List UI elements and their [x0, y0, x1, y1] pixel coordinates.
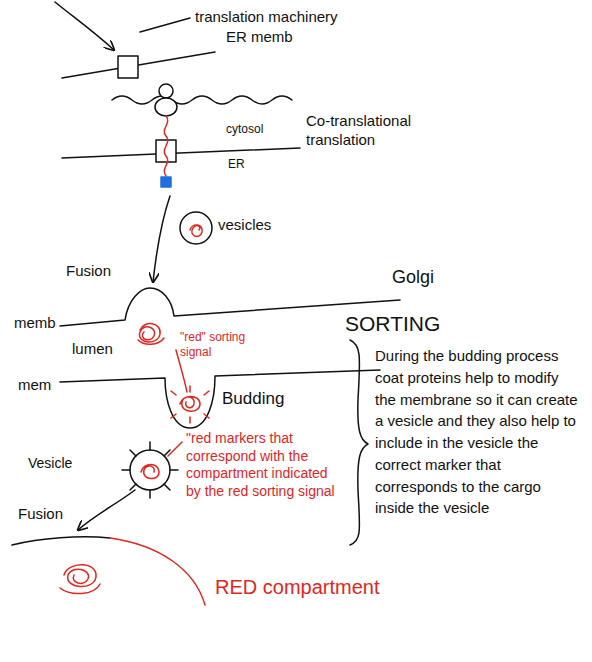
- part-label: vesicles: [218, 216, 271, 235]
- translocon: [156, 140, 176, 162]
- process-label: Co-translational translation: [306, 112, 431, 150]
- region-label: lumen: [72, 340, 113, 359]
- part-label: memb: [14, 314, 56, 333]
- pointer-arrow: [55, 2, 114, 50]
- ribosome-small: [159, 84, 173, 98]
- cargo: [180, 397, 200, 412]
- translocon: [118, 56, 138, 78]
- bracket: [350, 340, 368, 545]
- cargo: [138, 324, 164, 345]
- process-label: Fusion: [18, 505, 63, 524]
- part-label: Golgi: [392, 266, 434, 289]
- ribosome-large: [155, 98, 177, 116]
- note: "red markers that correspond with the co…: [186, 430, 341, 500]
- signal-label: "red" sorting signal: [180, 330, 275, 360]
- flow-arrow: [153, 196, 170, 282]
- part-label: mem: [18, 376, 51, 395]
- er-membrane: [62, 148, 300, 158]
- part-label: ER memb: [226, 28, 293, 47]
- part-label: translation machinery: [195, 8, 338, 27]
- heading-label: SORTING: [345, 311, 440, 337]
- leader-line: [140, 18, 190, 32]
- leader-line: [168, 442, 182, 456]
- coat-proteins: [122, 442, 178, 498]
- red-markers: [171, 386, 209, 423]
- compartment-membrane: [12, 537, 110, 545]
- flow-arrow: [78, 490, 135, 530]
- golgi-membrane: [60, 370, 380, 428]
- polypeptide: [164, 116, 167, 176]
- region-label: ER: [228, 157, 245, 172]
- vesicle: [180, 212, 212, 244]
- compartment-label: RED compartment: [215, 575, 380, 600]
- process-label: Fusion: [66, 262, 111, 281]
- signal-tag: [161, 177, 171, 187]
- cargo: [141, 465, 159, 479]
- region-label: cytosol: [226, 122, 263, 137]
- compartment-membrane: [110, 538, 205, 605]
- er-membrane: [62, 52, 215, 78]
- mrna: [112, 96, 292, 104]
- note: During the budding process coat proteins…: [375, 345, 580, 519]
- cargo: [60, 565, 100, 594]
- process-label: Budding: [222, 388, 284, 409]
- part-label: Vesicle: [28, 455, 72, 473]
- cargo: [190, 225, 202, 236]
